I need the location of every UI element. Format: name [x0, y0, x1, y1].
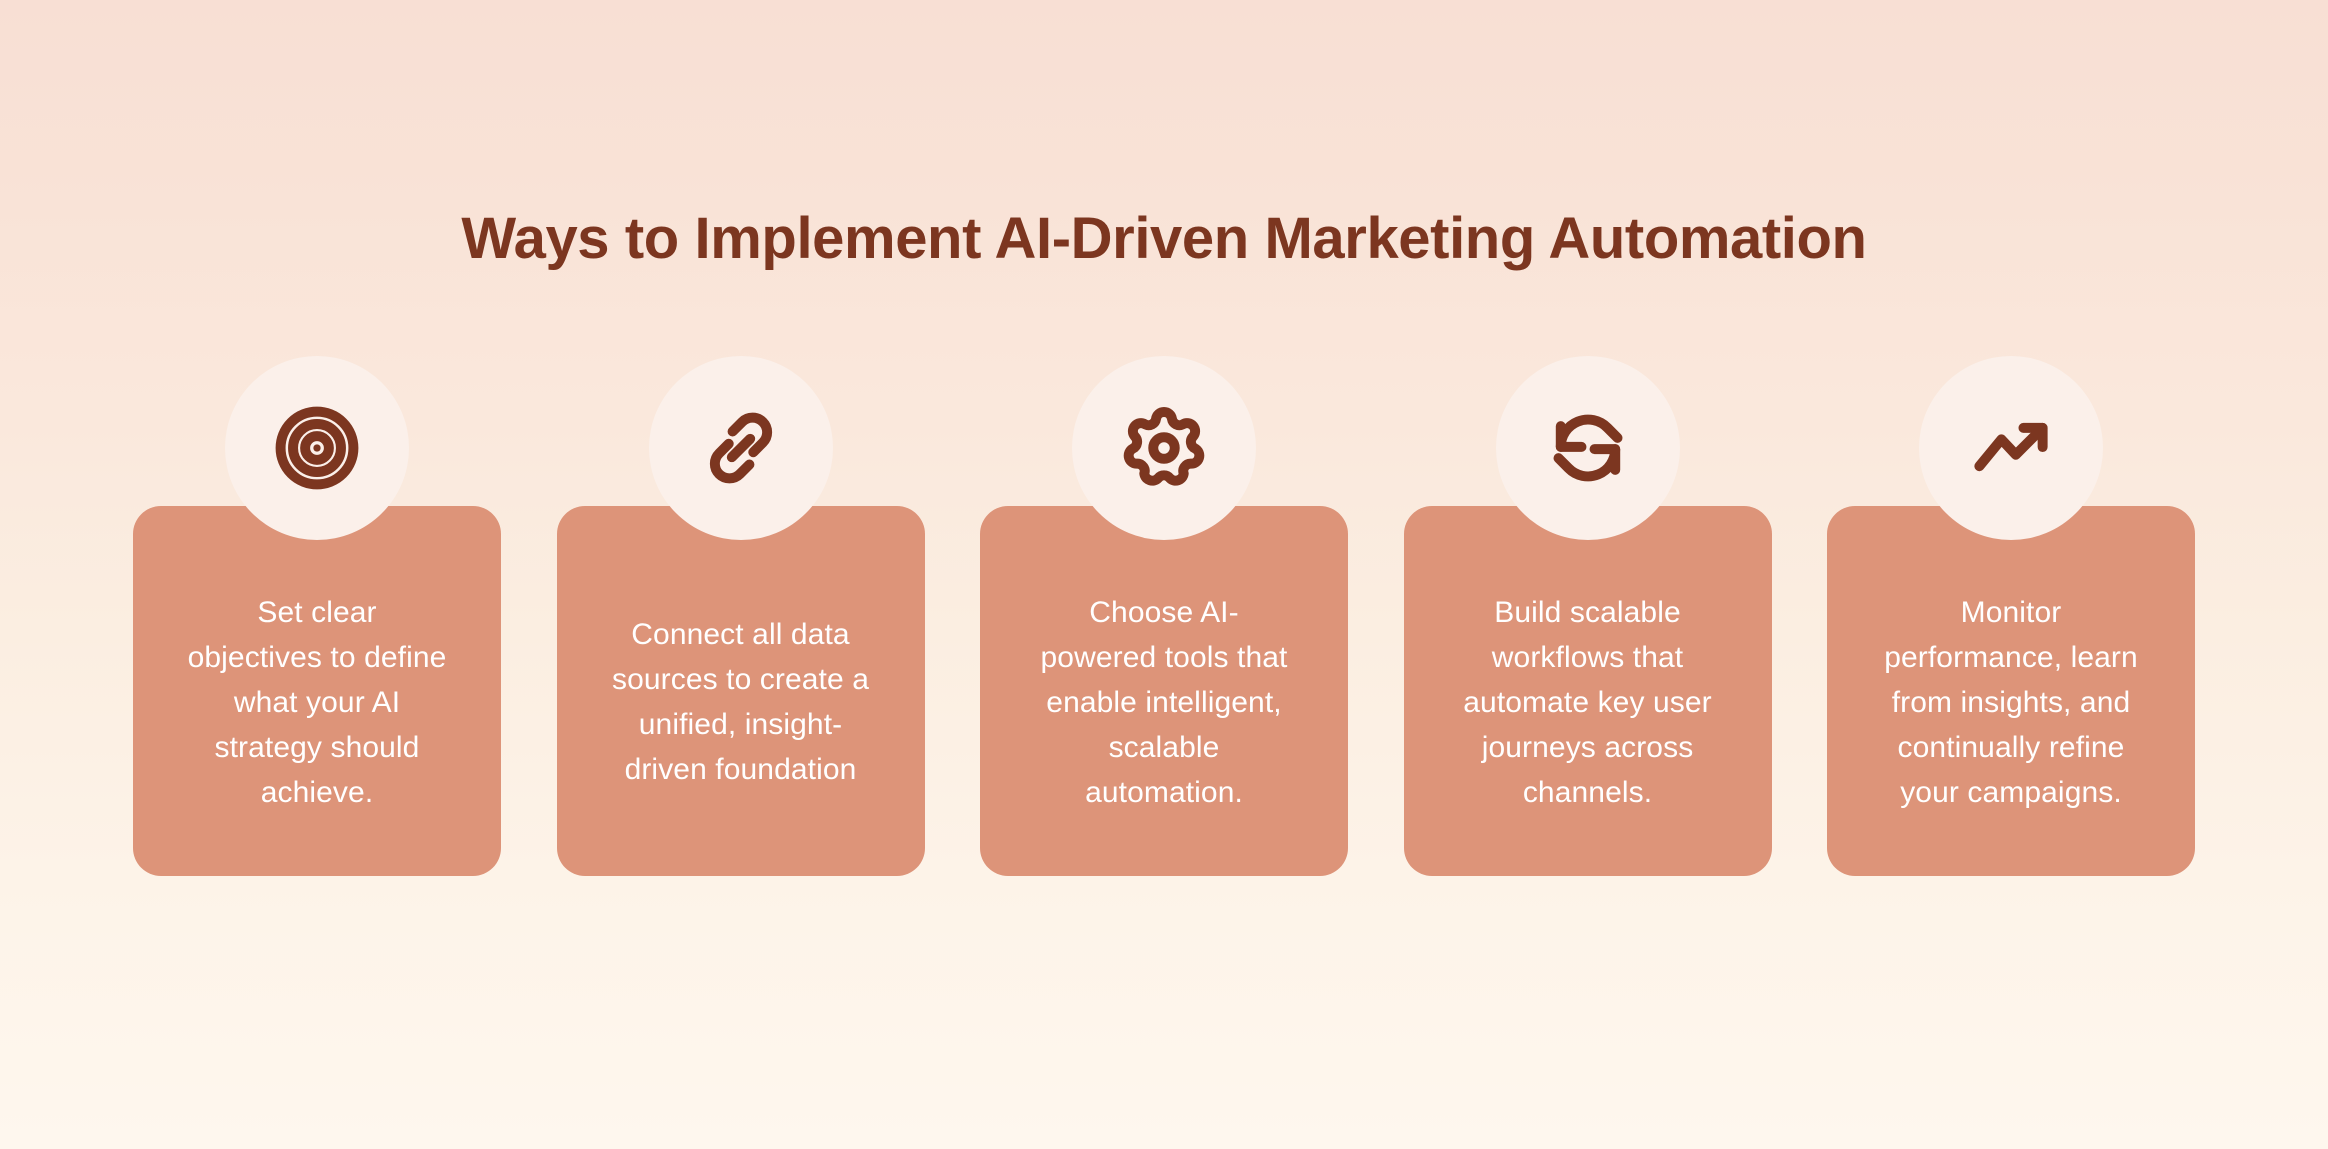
link-icon: [709, 412, 772, 484]
icon-bubble-3: [1072, 356, 1256, 540]
card-step-1[interactable]: Set clear objectives to define what your…: [133, 356, 501, 876]
card-step-3[interactable]: Choose AI-powered tools that enable inte…: [980, 356, 1348, 876]
gear-icon: [1123, 406, 1205, 486]
icon-bubble-1: [225, 356, 409, 540]
icon-bubble-2: [648, 356, 833, 540]
card-row: Set clear objectives to define what your…: [133, 356, 2195, 876]
card-description-5: Monitor performance, learn from insights…: [1884, 595, 2138, 809]
trending-up-icon: [1974, 422, 2048, 472]
card-description-2: Connect all data sources to create a uni…: [611, 618, 870, 786]
card-description-4: Build scalable workflows that automate k…: [1463, 595, 1712, 809]
card-step-5[interactable]: Monitor performance, learn from insights…: [1827, 356, 2195, 876]
refresh-icon: [1553, 414, 1622, 482]
page-title-container: Ways to Implement AI-Driven Marketing Au…: [0, 168, 2328, 310]
icon-bubble-4: [1495, 356, 1680, 540]
card-description-1: Set clear objectives to define what your…: [187, 595, 447, 809]
page-title: Ways to Implement AI-Driven Marketing Au…: [461, 205, 1867, 271]
icon-bubble-5: [1919, 356, 2103, 540]
card-description-3: Choose AI-powered tools that enable inte…: [1040, 595, 1288, 809]
card-step-2[interactable]: Connect all data sources to create a uni…: [556, 356, 925, 876]
card-step-4[interactable]: Build scalable workflows that automate k…: [1403, 356, 1772, 876]
target-icon: [275, 406, 359, 490]
